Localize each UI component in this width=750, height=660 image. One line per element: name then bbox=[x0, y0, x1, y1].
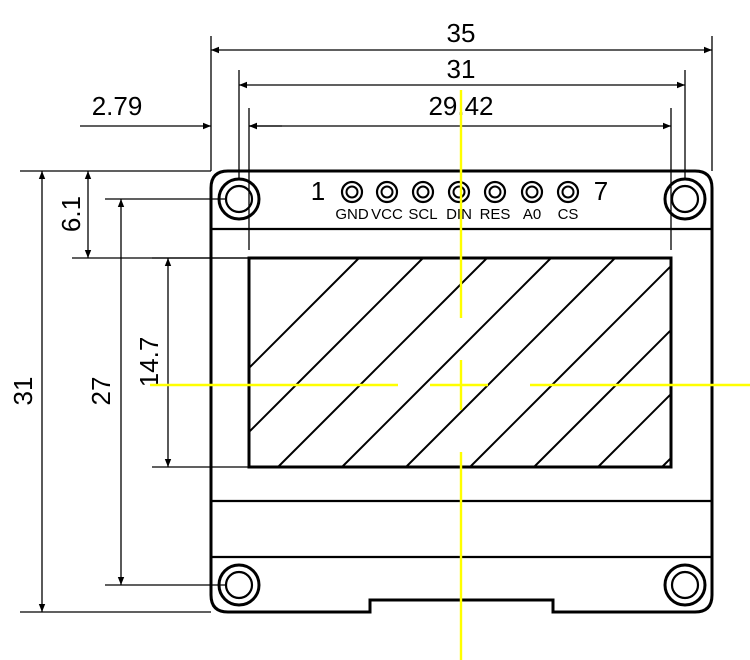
pin-label: GND bbox=[335, 206, 369, 223]
pin-pad-outer bbox=[556, 180, 580, 204]
hatch-line bbox=[661, 456, 671, 467]
pin-pad-outer bbox=[411, 180, 435, 204]
pin-pad-hole bbox=[561, 185, 575, 199]
dimension-total-height-label: 31 bbox=[8, 377, 38, 406]
pin-pad-hole bbox=[345, 185, 359, 199]
pin-label: CS bbox=[558, 206, 579, 223]
pin-pad-hole bbox=[452, 185, 466, 199]
dimension-display-height: 14.7 bbox=[134, 257, 249, 468]
pin-pad-outer bbox=[340, 180, 364, 204]
dimension-total-width-label: 35 bbox=[447, 18, 476, 48]
dimension-hole-spacing-width-label: 31 bbox=[447, 54, 476, 84]
pin-label: VCC bbox=[371, 206, 403, 223]
pin-pad-outer bbox=[483, 180, 507, 204]
pin-pad-hole bbox=[416, 185, 430, 199]
dimension-total-height: 31 bbox=[8, 170, 211, 613]
dimension-left-offset: 2.79 bbox=[80, 91, 282, 130]
hatch-line bbox=[341, 258, 552, 467]
pin-first-number: 1 bbox=[311, 176, 325, 206]
pin-pad-hole bbox=[488, 185, 502, 199]
pin-last-number: 7 bbox=[594, 176, 608, 206]
hatch-line bbox=[249, 258, 424, 434]
hatch-line bbox=[277, 258, 488, 467]
pin-pad-hole bbox=[525, 185, 539, 199]
pin-din: DIN bbox=[446, 180, 472, 223]
dimension-top-offset: 6.1 bbox=[56, 171, 249, 259]
pin-pad-outer bbox=[375, 180, 399, 204]
pin-gnd: GND bbox=[335, 180, 369, 223]
pin-vcc: VCC bbox=[371, 180, 403, 223]
dimension-top-offset-label: 6.1 bbox=[56, 196, 86, 232]
dimension-total-width: 35 bbox=[210, 18, 713, 171]
dimension-left-offset-label: 2.79 bbox=[92, 91, 143, 121]
pin-pad-hole bbox=[380, 185, 394, 199]
centerlines bbox=[150, 90, 750, 660]
dimension-hole-spacing-height-label: 27 bbox=[86, 377, 116, 406]
pin-cs: CS bbox=[556, 180, 580, 223]
hatch-line bbox=[405, 258, 616, 467]
pin-pad-outer bbox=[447, 180, 471, 204]
pin-label: A0 bbox=[523, 206, 541, 223]
mounting-holes bbox=[217, 177, 707, 607]
hatch-line bbox=[469, 264, 671, 467]
hatch-line bbox=[249, 258, 360, 370]
pin-label: DIN bbox=[446, 206, 472, 223]
display-active-area bbox=[247, 256, 673, 469]
mounting-hole-bottom-right bbox=[663, 563, 707, 607]
dimension-hole-spacing-width: 31 bbox=[238, 54, 686, 180]
pin-res: RES bbox=[480, 180, 511, 223]
hatch-line bbox=[533, 328, 671, 467]
dimension-display-height-label: 14.7 bbox=[134, 337, 164, 388]
pin-pad-outer bbox=[520, 180, 544, 204]
display-hatching bbox=[249, 258, 671, 467]
hatch-line bbox=[597, 392, 671, 467]
pin-label: SCL bbox=[408, 206, 437, 223]
dimension-hole-spacing-height: 27 bbox=[86, 198, 225, 586]
pin-label: RES bbox=[480, 206, 511, 223]
pin-a0: A0 bbox=[520, 180, 544, 223]
pin-scl: SCL bbox=[408, 180, 438, 223]
